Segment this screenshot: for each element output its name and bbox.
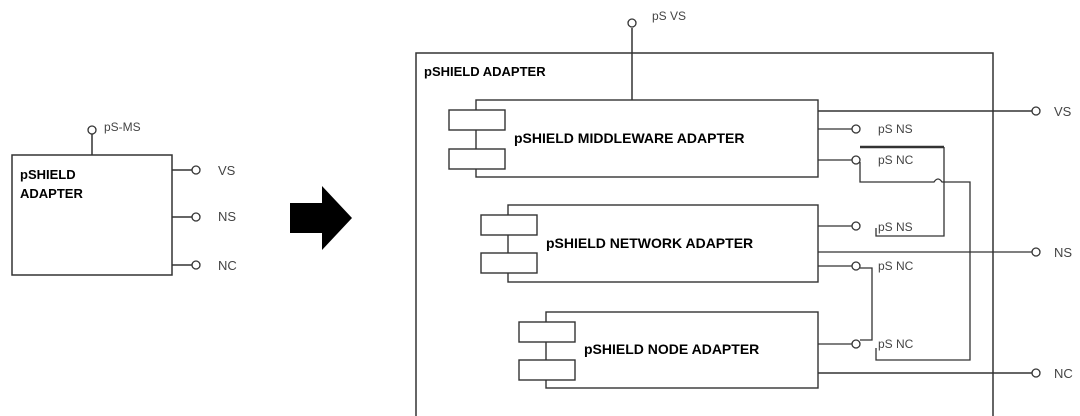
left-port-ns-icon	[191, 212, 201, 222]
network-component-icon-bottom	[480, 252, 538, 274]
left-adapter: pSHIELD ADAPTER pS-MS VS NS NC	[11, 120, 237, 276]
left-adapter-title-line2: ADAPTER	[20, 186, 83, 201]
network-port-nc-label: pS NC	[878, 259, 914, 273]
output-vs-icon	[1031, 106, 1041, 116]
output-ns-icon	[1031, 247, 1041, 257]
network-component-icon-top	[480, 214, 538, 236]
network-port-nc-icon	[851, 261, 861, 271]
middleware-adapter-label: pSHIELD MIDDLEWARE ADAPTER	[514, 130, 744, 146]
middleware-adapter-box	[475, 99, 819, 178]
middleware-port-ns-icon	[851, 124, 861, 134]
left-adapter-box	[11, 154, 173, 276]
middleware-port-nc-label: pS NC	[878, 153, 914, 167]
left-top-port-icon	[87, 125, 97, 135]
internal-wiring	[859, 145, 971, 361]
left-port-nc-label: NC	[218, 258, 237, 273]
network-adapter-label: pSHIELD NETWORK ADAPTER	[546, 235, 753, 251]
node-component-icon-top	[518, 321, 576, 343]
network-adapter: pSHIELD NETWORK ADAPTER pS NS pS NC	[480, 204, 1032, 283]
node-port-nc-icon	[851, 339, 861, 349]
left-port-nc-icon	[191, 260, 201, 270]
node-adapter-box	[545, 311, 819, 389]
right-top-port-label: pS VS	[652, 9, 686, 23]
right-top-port-icon	[627, 18, 637, 28]
output-nc-label: NC	[1054, 366, 1073, 381]
middleware-component-icon-top	[448, 109, 506, 131]
output-ns-label: NS	[1054, 245, 1072, 260]
network-port-ns-icon	[851, 221, 861, 231]
node-port-nc-label: pS NC	[878, 337, 914, 351]
left-port-vs-icon	[191, 165, 201, 175]
right-adapter: pSHIELD ADAPTER pS VS pSHIELD MIDDLEWARE…	[415, 9, 1073, 416]
network-adapter-box	[507, 204, 819, 283]
network-port-ns-label: pS NS	[878, 220, 913, 234]
node-adapter: pSHIELD NODE ADAPTER pS NC	[518, 311, 1032, 389]
middleware-component-icon-bottom	[448, 148, 506, 170]
left-port-ns-label: NS	[218, 209, 236, 224]
left-top-port-label: pS-MS	[104, 120, 141, 134]
node-component-icon-bottom	[518, 359, 576, 381]
output-nc-icon	[1031, 368, 1041, 378]
middleware-port-nc-icon	[851, 155, 861, 165]
left-adapter-title-line1: pSHIELD	[20, 167, 76, 182]
output-vs-label: VS	[1054, 104, 1072, 119]
right-arrow-icon	[290, 186, 352, 250]
node-adapter-label: pSHIELD NODE ADAPTER	[584, 341, 759, 357]
right-adapter-title: pSHIELD ADAPTER	[424, 64, 546, 79]
middleware-adapter: pSHIELD MIDDLEWARE ADAPTER pS NS pS NC	[448, 99, 1032, 178]
middleware-port-ns-label: pS NS	[878, 122, 913, 136]
left-port-vs-label: VS	[218, 163, 236, 178]
